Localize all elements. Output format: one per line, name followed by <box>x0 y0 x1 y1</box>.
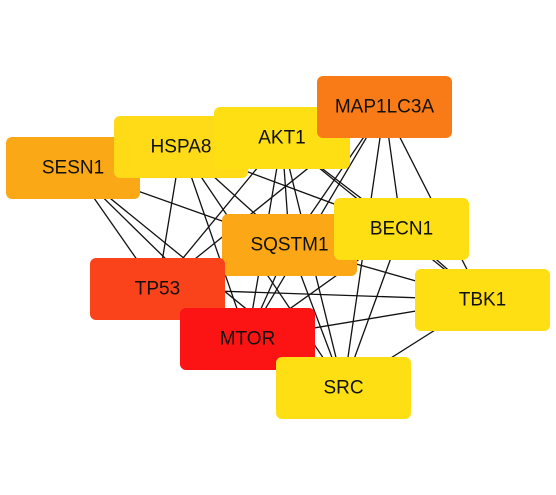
node-hspa8-label: HSPA8 <box>151 137 212 158</box>
node-akt1-box <box>214 107 350 169</box>
node-sqstm1-label: SQSTM1 <box>250 235 328 256</box>
node-akt1[interactable]: AKT1 <box>214 107 350 169</box>
node-sqstm1[interactable]: SQSTM1 <box>222 214 357 276</box>
node-tp53[interactable]: TP53 <box>90 258 225 320</box>
node-tbk1-box <box>415 269 550 331</box>
node-mtor-box <box>180 308 315 370</box>
node-tbk1[interactable]: TBK1 <box>415 269 550 331</box>
node-tbk1-label: TBK1 <box>459 290 507 311</box>
node-tp53-box <box>90 258 225 320</box>
node-mtor-label: MTOR <box>220 329 276 350</box>
node-src-label: SRC <box>323 378 363 399</box>
node-sesn1-label: SESN1 <box>42 158 104 179</box>
node-map1lc3a-box <box>317 76 452 138</box>
node-sesn1[interactable]: SESN1 <box>6 137 140 199</box>
node-becn1[interactable]: BECN1 <box>334 198 469 260</box>
node-sesn1-box <box>6 137 140 199</box>
node-src-box <box>276 357 411 419</box>
node-mtor[interactable]: MTOR <box>180 308 315 370</box>
node-src[interactable]: SRC <box>276 357 411 419</box>
node-becn1-label: BECN1 <box>370 219 433 240</box>
node-map1lc3a-label: MAP1LC3A <box>335 97 435 118</box>
node-akt1-label: AKT1 <box>258 128 306 149</box>
network-nodes: SESN1 HSPA8 AKT1 MAP1LC3A SQSTM1 BECN1 T… <box>6 76 550 419</box>
node-sqstm1-box <box>222 214 357 276</box>
node-tp53-label: TP53 <box>135 279 180 300</box>
node-map1lc3a[interactable]: MAP1LC3A <box>317 76 452 138</box>
node-becn1-box <box>334 198 469 260</box>
